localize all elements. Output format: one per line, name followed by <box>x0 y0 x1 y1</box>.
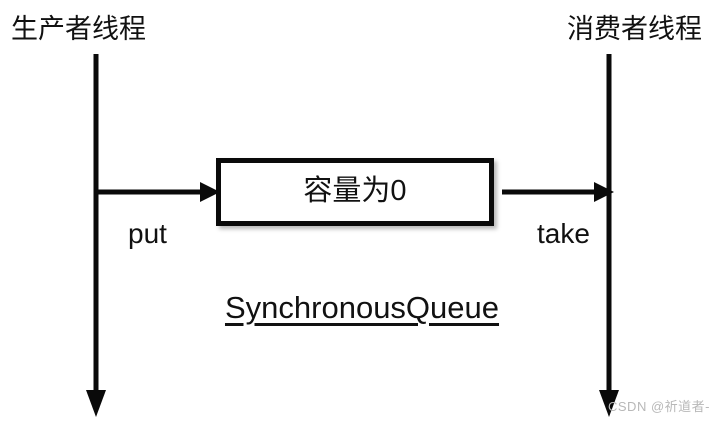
put-arrow-icon <box>96 179 222 205</box>
take-arrow-icon <box>492 179 616 205</box>
consumer-lifeline-arrow-icon <box>597 54 621 422</box>
queue-capacity-text: 容量为0 <box>303 174 407 207</box>
consumer-thread-label: 消费者线程 <box>567 14 702 44</box>
diagram-caption: SynchronousQueue <box>224 290 500 325</box>
csdn-watermark: CSDN @祈道者- <box>608 399 710 414</box>
put-operation-label: put <box>128 218 167 249</box>
take-operation-label: take <box>537 218 590 249</box>
producer-thread-label: 生产者线程 <box>11 14 146 44</box>
queue-capacity-box: 容量为0 <box>216 158 494 226</box>
caption-container: SynchronousQueue <box>0 292 724 323</box>
producer-lifeline-arrow-icon <box>84 54 108 422</box>
